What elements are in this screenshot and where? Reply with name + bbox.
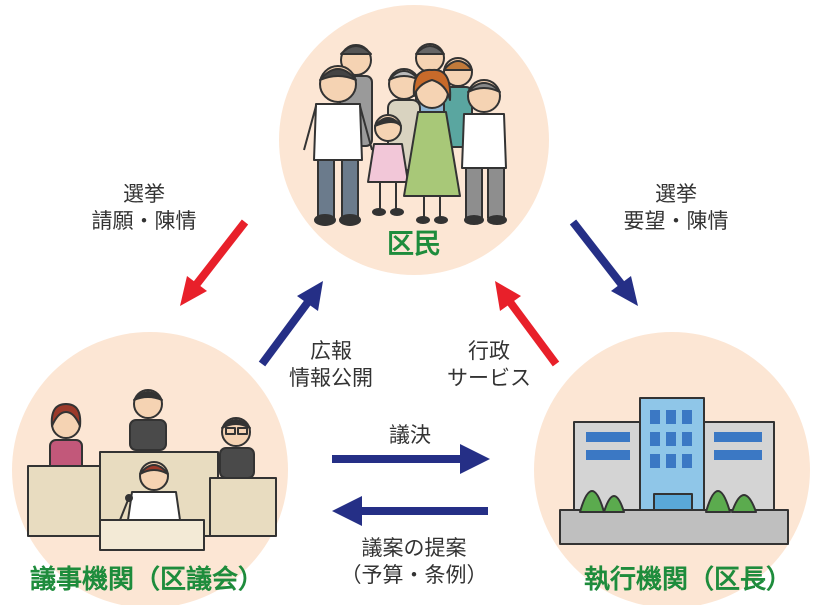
label-assembly-to-executive: 議決 (360, 422, 460, 449)
building-base (559, 509, 789, 545)
label-line: サービス (447, 366, 531, 390)
label-line: 議決 (389, 423, 431, 447)
citizens-title: 区民 (387, 229, 441, 260)
person-father (303, 65, 373, 226)
arrow-executive-to-assembly (332, 496, 488, 526)
label-executive-to-citizens: 行政 サービス (434, 338, 544, 392)
label-line: 選挙 (655, 182, 697, 206)
arrow-assembly-to-citizens (258, 281, 323, 367)
desk-left (27, 465, 107, 537)
label-assembly-to-citizens: 広報 情報公開 (276, 338, 386, 392)
arrow-assembly-to-executive (332, 444, 490, 474)
label-line: 議案の提案 (361, 536, 467, 560)
label-line: （予算・条例） (340, 563, 488, 587)
label-line: 情報公開 (289, 366, 373, 390)
label-executive-to-assembly: 議案の提案 （予算・条例） (334, 535, 494, 589)
label-citizens-to-executive: 選挙 要望・陳情 (606, 181, 746, 235)
member-speaker (127, 461, 181, 521)
podium (99, 519, 205, 551)
member-back-glasses (219, 417, 255, 479)
trees (579, 490, 757, 513)
person-grandfather (461, 79, 507, 225)
label-citizens-to-assembly: 選挙 請願・陳情 (74, 181, 214, 235)
label-line: 要望・陳情 (623, 209, 729, 233)
desk-right (209, 477, 277, 537)
label-line: 選挙 (123, 182, 165, 206)
label-line: 請願・陳情 (91, 209, 197, 233)
label-line: 広報 (310, 339, 352, 363)
assembly-illustration (27, 389, 277, 551)
executive-title: 執行機関（区長） (583, 565, 792, 595)
member-back-man (129, 389, 167, 451)
arrow-executive-to-citizens (495, 281, 560, 367)
arrow-citizens-to-executive (569, 219, 638, 306)
person-mother (403, 68, 461, 224)
label-line: 行政 (468, 339, 510, 363)
arrows (180, 219, 638, 526)
person-girl (367, 114, 409, 216)
citizens-illustration (303, 43, 507, 226)
arrow-citizens-to-assembly (180, 219, 249, 306)
assembly-title: 議事機関（区議会） (29, 565, 264, 595)
executive-illustration (559, 397, 789, 545)
